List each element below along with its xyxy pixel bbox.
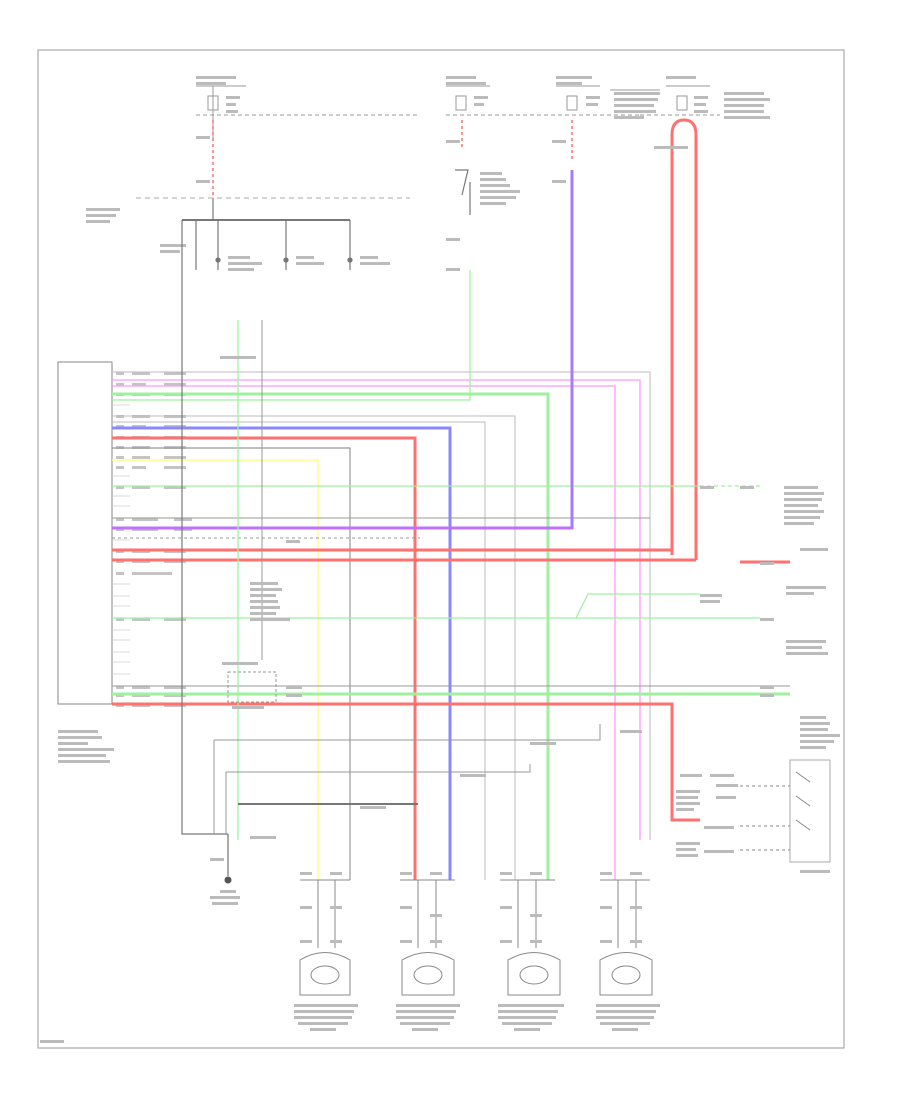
brake-switch-text-marks [480, 172, 520, 205]
wire-gray-5 [112, 421, 486, 880]
ground-symbol [224, 834, 232, 884]
wire-purple-12 [112, 170, 574, 530]
wire-green-17 [112, 593, 700, 619]
right-text-marks [654, 146, 840, 873]
fuse-block-2 [446, 85, 640, 116]
wire-green-3 [112, 392, 550, 880]
junction-text-marks [220, 356, 302, 709]
wheel-sensor-text-marks [294, 872, 660, 1031]
power-bus-text-marks [86, 136, 566, 271]
junction-box [227, 671, 277, 703]
wire-pink-1 [112, 379, 641, 840]
lower-wire-text-marks [250, 730, 642, 839]
fuse-text-marks [196, 76, 770, 119]
wire-red-loop [670, 118, 698, 560]
wire-blue-6 [112, 426, 452, 880]
wire-lower-1 [214, 724, 601, 741]
wire-gray-top [112, 371, 651, 840]
power-bus-left [182, 200, 353, 270]
wire-pink-2 [112, 385, 616, 880]
wire-lower-2 [226, 764, 531, 773]
wire-gray-4 [112, 415, 516, 880]
wheel-sensor-rear-right [599, 879, 653, 996]
wheel-sensor-rear-left [500, 879, 561, 996]
wire-red-7 [112, 436, 417, 880]
wire-yellow-9 [112, 459, 319, 880]
fuse-block-3 [556, 85, 660, 111]
diagram-frame [37, 49, 845, 1049]
tcm-module [57, 361, 113, 705]
tcm-text-marks [58, 730, 114, 763]
fuse-block-4 [640, 85, 720, 116]
wire-gray-8 [112, 447, 351, 880]
wire-ground-loop [181, 220, 228, 835]
wire-green-brake [112, 270, 471, 401]
footer-id-mark [40, 1040, 64, 1043]
ground-text-marks [210, 858, 240, 905]
brake-switch [455, 169, 471, 215]
fuse-block-1 [196, 85, 420, 140]
right-components [740, 759, 831, 863]
wire-red-20 [112, 702, 700, 822]
wheel-sensor-front-right [400, 879, 455, 996]
wheel-sensor-front-left [299, 879, 351, 996]
tcm-pin-stubs [112, 404, 130, 675]
